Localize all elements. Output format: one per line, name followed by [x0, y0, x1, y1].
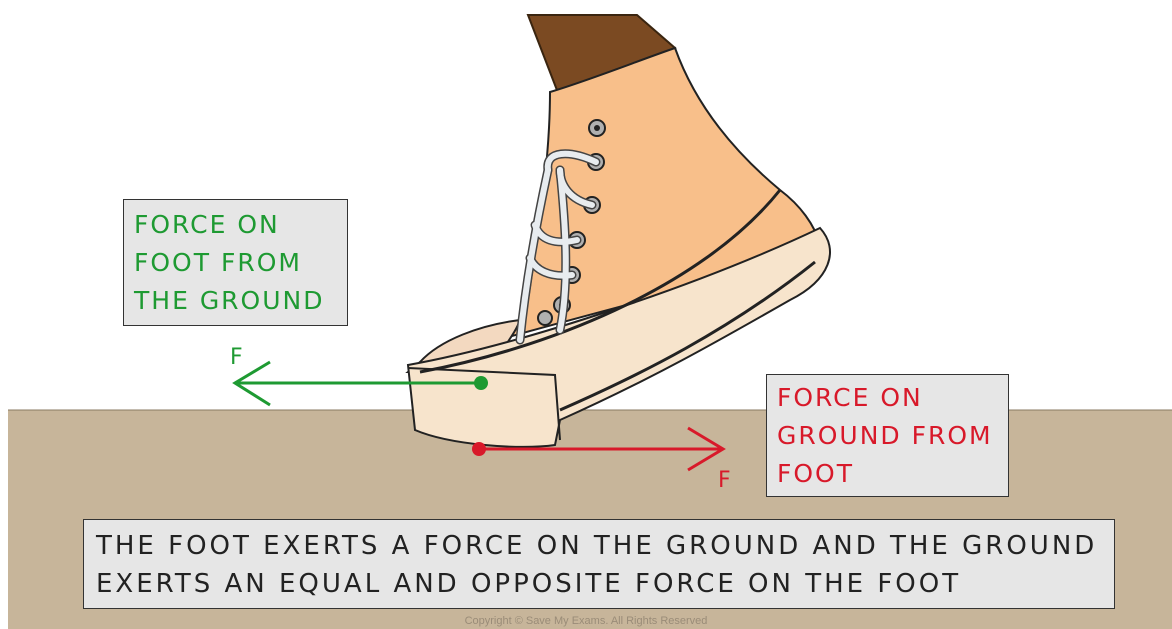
force-on-foot-label: FORCE ON FOOT FROM THE GROUND	[123, 199, 348, 326]
copyright-notice: Copyright © Save My Exams. All Rights Re…	[0, 615, 1172, 627]
caption-box: THE FOOT EXERTS A FORCE ON THE GROUND AN…	[83, 519, 1115, 609]
force-on-foot-point	[474, 376, 488, 390]
force-on-ground-label: FORCE ON GROUND FROM FOOT	[766, 374, 1009, 497]
force-symbol-left: F	[230, 347, 243, 369]
eyelet	[538, 311, 552, 325]
force-symbol-right: F	[718, 470, 731, 492]
force-on-ground-point	[472, 442, 486, 456]
